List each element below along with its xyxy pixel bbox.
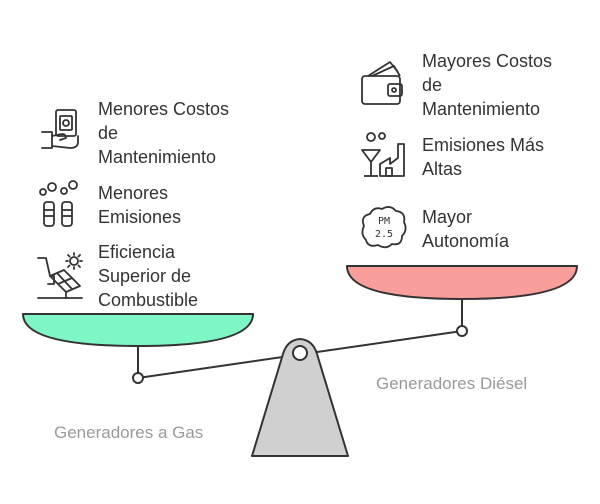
pm-label-top: PM xyxy=(378,216,390,227)
right-pivot xyxy=(456,325,468,337)
right-pan xyxy=(346,265,578,300)
factory-icon xyxy=(360,130,408,180)
left-caption: Generadores a Gas xyxy=(54,423,204,442)
left-pivot xyxy=(132,372,144,384)
left-item-1-text: Menores Costos de Mantenimiento xyxy=(98,99,230,167)
left-pan xyxy=(22,313,254,347)
wallet-icon xyxy=(360,58,406,108)
right-item-3-text: Mayor Autonomía xyxy=(422,207,510,251)
right-caption: Generadores Diésel xyxy=(376,374,528,393)
pm-label-bottom: 2.5 xyxy=(375,229,393,240)
solar-panel-icon xyxy=(36,252,86,302)
hand-money-icon xyxy=(40,108,82,156)
pm25-cloud-icon: PM 2.5 xyxy=(360,204,408,250)
smokestacks-icon xyxy=(38,180,82,228)
left-item-3-text: Eficiencia Superior de Combustible xyxy=(98,242,199,310)
right-item-2-text: Emisiones Más Altas xyxy=(422,135,545,179)
fulcrum xyxy=(251,338,349,457)
right-item-1-text: Mayores Costos de Mantenimiento xyxy=(422,51,553,119)
left-item-2-text: Menores Emisiones xyxy=(98,183,182,227)
fulcrum-pivot xyxy=(292,345,308,361)
